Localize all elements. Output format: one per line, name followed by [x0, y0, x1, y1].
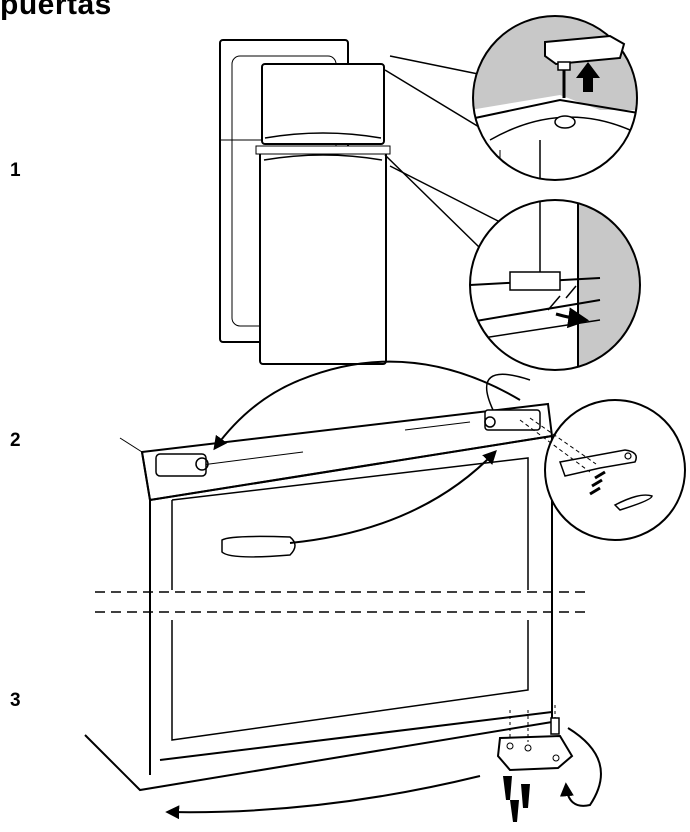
door-panel [84, 373, 554, 792]
step-number-1: 1 [10, 160, 21, 181]
break-lines [95, 591, 590, 613]
step-number-3: 3 [10, 690, 21, 711]
arrow-curved-icon [165, 360, 602, 820]
detail-hinge-bracket [519, 399, 686, 541]
page-title: puertas [0, 0, 112, 21]
step-number-2: 2 [10, 430, 21, 451]
screw-icon [557, 61, 571, 98]
bottom-hinge-plate [496, 705, 574, 822]
screw-icon [503, 776, 530, 822]
screw-icon [589, 470, 606, 496]
detail-top-hinge [472, 15, 638, 181]
freezer-door [261, 63, 385, 145]
hinge-bracket-icon [558, 449, 637, 477]
screw-icon [547, 285, 577, 311]
callout-lines [384, 55, 501, 249]
fridge-door [255, 145, 391, 365]
arrow-up-icon [576, 62, 600, 92]
detail-middle-hinge [469, 199, 641, 371]
